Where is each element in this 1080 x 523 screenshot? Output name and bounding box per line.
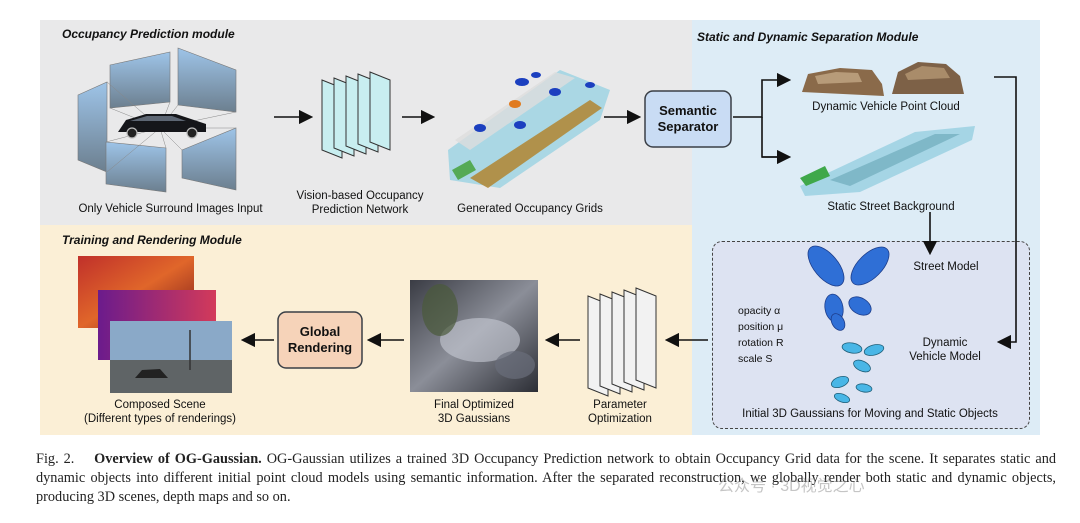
gaussian-params-list: opacity α position μ rotation R scale S — [738, 303, 798, 367]
param-opt-line2: Optimization — [588, 413, 652, 425]
network-label: Vision-based Occupancy Prediction Networ… — [280, 189, 440, 217]
static-street-visual — [800, 126, 975, 196]
separator-line2: Separator — [657, 119, 719, 134]
caption-body: OG-Gaussian utilizes a trained 3D Occupa… — [36, 451, 1056, 505]
caption-title: Overview of OG-Gaussian. — [94, 451, 262, 467]
initial-gaussians-label: Initial 3D Gaussians for Moving and Stat… — [742, 408, 998, 420]
dynamic-model-line2: Vehicle Model — [909, 351, 981, 363]
global-line2: Rendering — [287, 340, 353, 355]
dynamic-vehicle-point-cloud-visual — [802, 62, 964, 96]
static-street-label: Static Street Background — [827, 201, 955, 213]
street-model-label: Street Model — [913, 261, 979, 273]
dynamic-model-gaussians — [830, 342, 885, 404]
figure-caption: Fig. 2. Overview of OG-Gaussian. OG-Gaus… — [36, 450, 1056, 507]
network-label-line2: Prediction Network — [311, 204, 409, 216]
flow-arrows — [240, 72, 1017, 350]
dynamic-model-label: Dynamic Vehicle Model — [890, 336, 1000, 364]
composed-line2: (Different types of renderings) — [84, 413, 236, 425]
param-position: position μ — [738, 321, 784, 333]
param-opacity: opacity α — [738, 305, 781, 317]
param-opt-line1: Parameter — [593, 399, 647, 411]
separation-module-title: Static and Dynamic Separation Module — [697, 30, 919, 44]
final-gaussians-label: Final Optimized 3D Gaussians — [404, 398, 544, 426]
training-module-title: Training and Rendering Module — [62, 233, 242, 247]
parameter-optimization-label: Parameter Optimization — [560, 398, 680, 426]
occupancy-grids-label: Generated Occupancy Grids — [457, 203, 603, 215]
occupancy-network-icon — [321, 71, 391, 159]
network-label-line1: Vision-based Occupancy — [296, 190, 424, 202]
semantic-separator-box: Semantic Separator — [645, 91, 731, 147]
param-rotation: rotation R — [738, 337, 784, 349]
parameter-optimization-icon — [587, 287, 657, 397]
param-scale: scale S — [738, 353, 773, 365]
caption-fig-number: Fig. 2. — [36, 451, 75, 467]
separator-line1: Semantic — [659, 103, 717, 118]
global-rendering-box: Global Rendering — [278, 312, 362, 368]
composed-scene-images — [78, 256, 232, 393]
surround-camera-images — [77, 47, 237, 193]
watermark: 公众号 · 3D视觉之心 — [718, 478, 865, 495]
composed-line1: Composed Scene — [114, 399, 206, 411]
global-rendering-shape — [277, 311, 363, 369]
dynamic-point-cloud-label: Dynamic Vehicle Point Cloud — [812, 101, 960, 113]
composed-scene-label: Composed Scene (Different types of rende… — [60, 398, 260, 426]
semantic-separator-shape — [644, 90, 732, 148]
occupancy-grid-visual — [448, 70, 610, 188]
surround-images-label: Only Vehicle Surround Images Input — [78, 203, 263, 215]
occupancy-module-title: Occupancy Prediction module — [62, 27, 235, 41]
final-line1: Final Optimized — [434, 399, 514, 411]
street-model-gaussians — [807, 245, 890, 331]
global-line1: Global — [299, 324, 341, 339]
final-line2: 3D Gaussians — [437, 413, 511, 425]
dynamic-model-line1: Dynamic — [922, 337, 968, 349]
final-gaussians-image — [410, 280, 538, 392]
